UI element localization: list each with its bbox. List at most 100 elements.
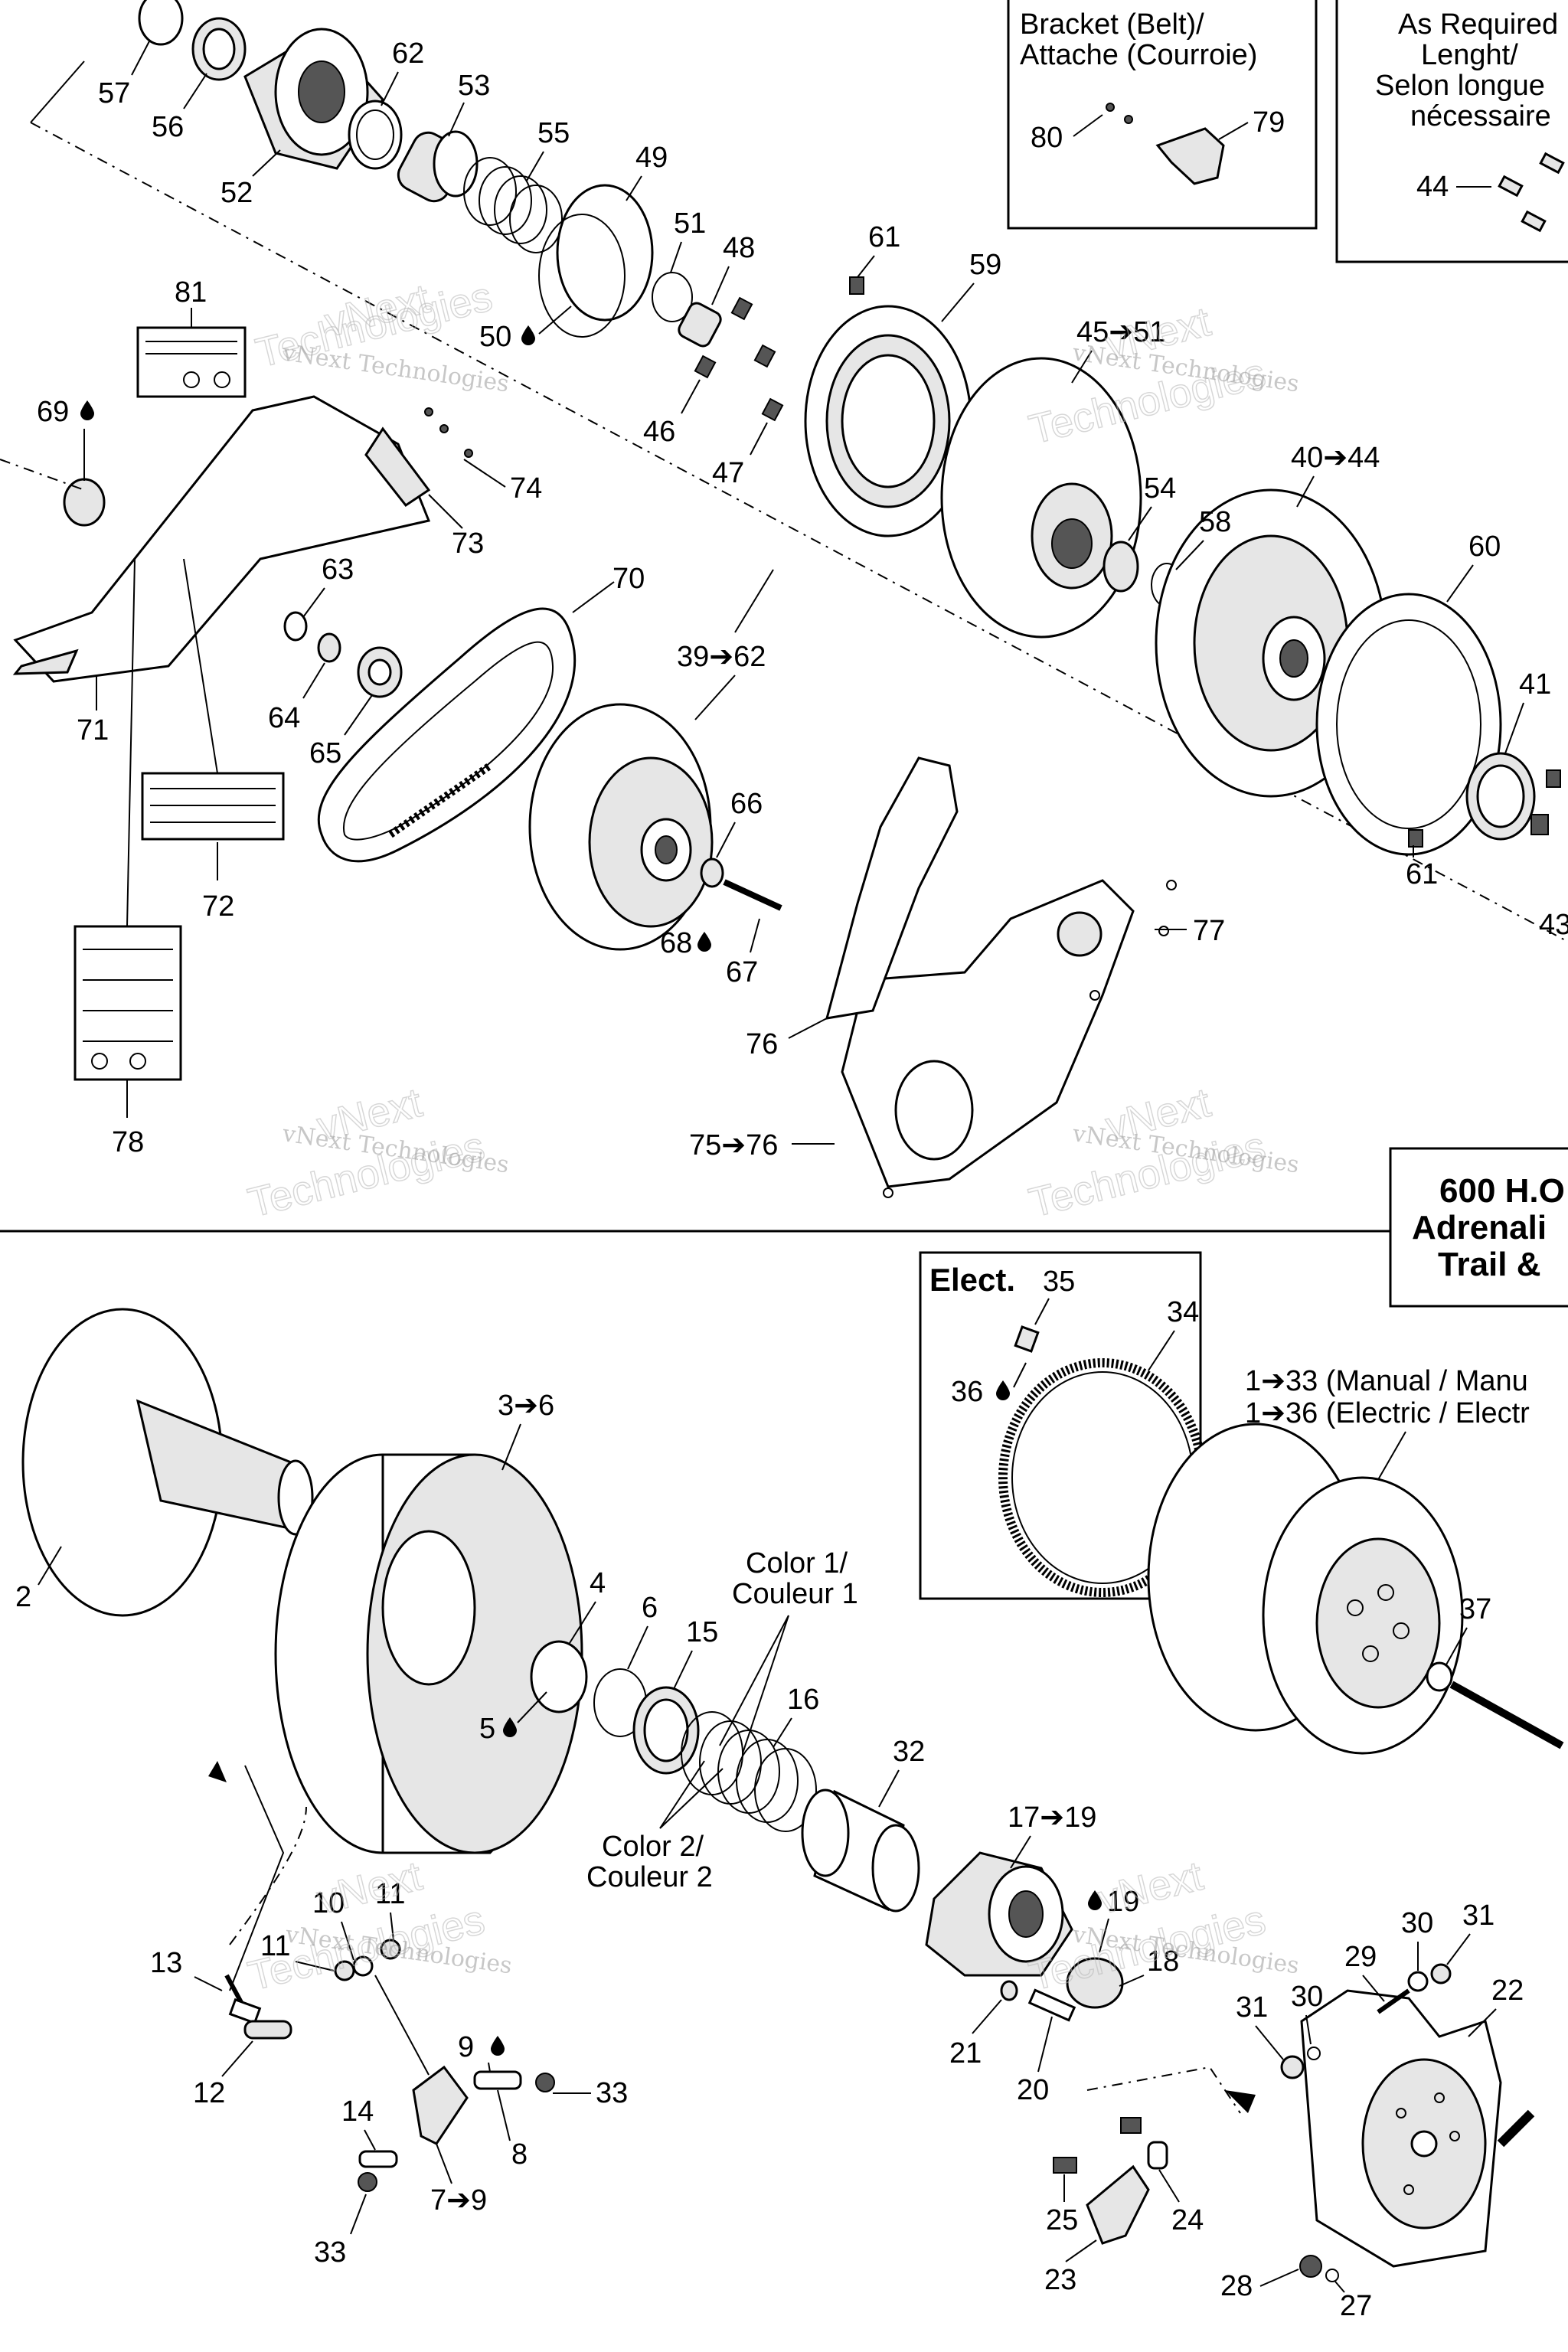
watermark-small: vNext Technologies [280,339,511,397]
callout-5: 5 [479,1713,495,1745]
callout-40-44: 40➔44 [1291,442,1380,474]
callout-24: 24 [1171,2204,1204,2236]
callout-55: 55 [537,117,570,149]
color1-line1: Color 1/ [746,1547,848,1579]
callout-11b: 11 [260,1930,290,1962]
callout-68: 68 [660,927,692,959]
callout-44: 44 [1416,171,1449,203]
callout-63: 63 [322,554,354,586]
title-line3: Trail & [1438,1246,1541,1283]
spring-16 [681,1711,817,1832]
callout-23: 23 [1044,2264,1076,2296]
callout-61: 61 [868,221,900,253]
as-required-line1: As Required [1398,8,1558,41]
title-line2: Adrenali [1412,1209,1547,1246]
title-line1: 600 H.O [1439,1172,1565,1210]
fixed-sheave-2 [21,1308,314,1617]
callout-51: 51 [674,207,706,240]
callout-33: 33 [596,2077,628,2109]
callout-49: 49 [635,142,668,174]
callout-30b: 30 [1291,1981,1323,2013]
callout-28: 28 [1220,2270,1253,2302]
spider-17-19 [925,1851,1073,1977]
belt-bracket-part [1155,127,1225,185]
backplate-59 [804,305,972,537]
pin-8 [473,2070,522,2090]
callout-72: 72 [202,890,234,923]
assembly-note-line1: 1➔33 (Manual / Manu [1245,1365,1528,1397]
callout-61b: 61 [1406,858,1438,890]
callout-33b: 33 [314,2236,346,2269]
callout-52: 52 [220,177,253,209]
callout-67: 67 [726,956,758,988]
callout-25: 25 [1046,2204,1078,2236]
color2-line2: Couleur 2 [586,1861,713,1893]
watermark-large: vNext [1093,1853,1207,1923]
callout-8: 8 [511,2138,528,2171]
callout-66: 66 [730,788,763,820]
sheave-45-51 [940,357,1142,639]
bracket-73 [364,426,431,508]
callout-4: 4 [590,1567,606,1599]
as-required-line2: Lenght/ [1421,39,1518,71]
tower-22 [1300,1989,1502,2268]
callout-10: 10 [312,1887,345,1919]
callout-32: 32 [893,1736,925,1768]
callout-39-62: 39➔62 [677,641,766,673]
callout-79: 79 [1253,106,1285,139]
bracket-box-line2: Attache (Courroie) [1020,39,1257,71]
callout-19: 19 [1107,1886,1139,1918]
washer-54 [1102,541,1139,593]
bushing-48 [678,302,722,348]
drop-icon [491,2036,505,2056]
upper-callouts: 57 56 62 53 55 49 52 51 48 50 61 59 45➔5… [37,38,1568,1161]
bracket-box [1007,0,1318,230]
callout-48: 48 [723,232,755,264]
callout-17-19: 17➔19 [1008,1802,1096,1834]
shaft-69 [63,478,106,527]
callout-59: 59 [969,249,1001,281]
callout-6: 6 [642,1592,658,1624]
callout-9: 9 [458,2031,474,2063]
callout-54: 54 [1144,472,1176,505]
callout-2: 2 [15,1581,31,1613]
callout-65: 65 [309,737,341,769]
callout-69: 69 [37,396,69,428]
callout-27: 27 [1340,2290,1372,2322]
title-box [1389,1147,1568,1308]
callout-36: 36 [951,1376,983,1408]
callout-60: 60 [1468,531,1501,563]
callout-31b: 31 [1236,1991,1268,2024]
callout-18: 18 [1147,1945,1179,1978]
callout-21: 21 [949,2037,982,2069]
watermark-large: vNext [312,1853,426,1923]
callout-81: 81 [175,276,207,309]
drive-belt-70 [317,607,577,863]
callout-31: 31 [1462,1900,1494,1932]
drop-icon [521,325,535,345]
sheave-40-44 [1155,488,1387,798]
callout-74: 74 [510,472,542,505]
callout-47: 47 [712,457,744,489]
callout-13: 13 [150,1947,182,1979]
callout-78: 78 [112,1126,144,1158]
callout-41: 41 [1519,668,1551,701]
callout-45-51: 45➔51 [1076,316,1165,348]
callout-80: 80 [1031,122,1063,154]
callout-3-6: 3➔6 [498,1390,554,1422]
snap-ring-51 [652,272,693,322]
lower-callouts: 2 3➔6 4 6 15 16 5 32 37 17➔19 19 18 10 1… [15,1390,1524,2322]
callout-64: 64 [268,702,300,734]
callout-62: 62 [392,38,424,70]
sleeve-32 [801,1788,920,1913]
callout-15: 15 [686,1616,718,1648]
color2-line1: Color 2/ [602,1831,704,1863]
callout-20: 20 [1017,2074,1049,2106]
callout-29: 29 [1344,1941,1377,1973]
callout-53: 53 [458,70,490,102]
bushing-18 [1066,1957,1124,2009]
callout-7-9: 7➔9 [430,2184,487,2216]
callout-22: 22 [1491,1975,1524,2007]
arm-7-9 [412,2065,469,2145]
